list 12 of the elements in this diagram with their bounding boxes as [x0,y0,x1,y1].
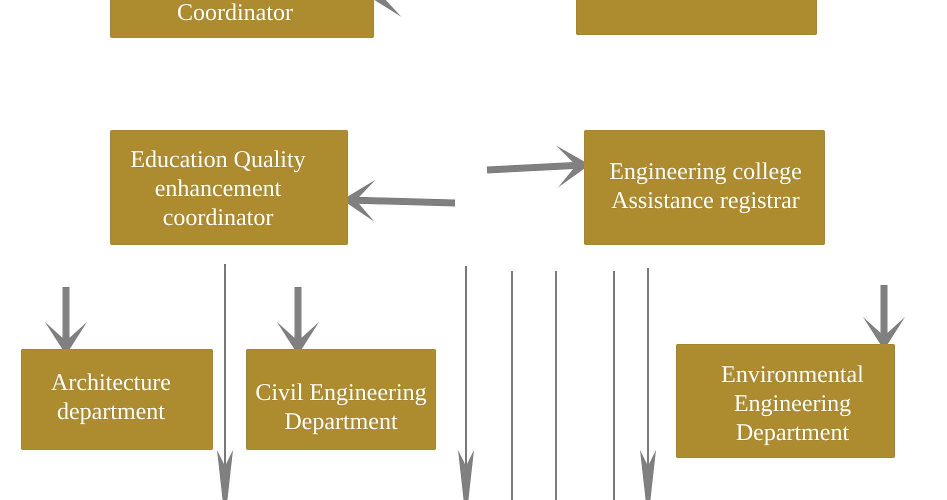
node-label: Coordinator [176,0,294,28]
org-chart-box [676,344,895,458]
org-chart-box [584,130,825,245]
org-chart-box [110,130,348,245]
node-label: Civil Engineering Department [254,378,428,436]
node-label: Environmental Engineering Department [720,360,865,448]
node-label: Architecture department [50,368,172,426]
org-chart-box [110,0,374,38]
org-chart-box [21,349,213,450]
org-chart-box [246,349,436,450]
node-label: Education Quality enhancement coordinator [129,146,307,233]
node-label: Engineering college Assistance registrar [608,158,803,216]
